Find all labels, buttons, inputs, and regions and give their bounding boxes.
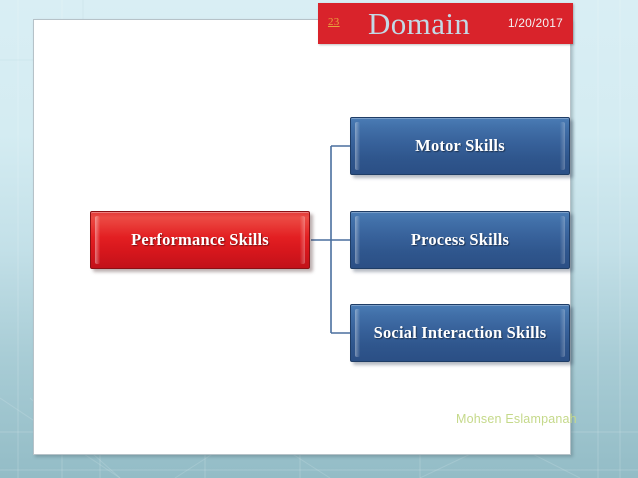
diagram-node-label: Motor Skills [415, 136, 505, 155]
footer-author: Mohsen Eslampanah [456, 412, 577, 426]
diagram-node-label: Process Skills [410, 230, 510, 249]
diagram-node-label: Social Interaction Skills [373, 323, 547, 342]
diagram-node-social-interaction-skills[interactable]: Social Interaction Skills [350, 304, 570, 362]
diagram-node-label: Performance Skills [131, 230, 269, 249]
slide-number: 23 [328, 16, 340, 28]
slide-title-banner: 23 Domain 1/20/2017 [318, 3, 573, 44]
diagram-node-motor-skills[interactable]: Motor Skills [350, 117, 570, 175]
diagram-node-process-skills[interactable]: Process Skills [350, 211, 570, 269]
diagram-node-performance-skills[interactable]: Performance Skills [90, 211, 310, 269]
slide-date: 1/20/2017 [507, 16, 563, 30]
page-title: Domain [368, 6, 471, 41]
